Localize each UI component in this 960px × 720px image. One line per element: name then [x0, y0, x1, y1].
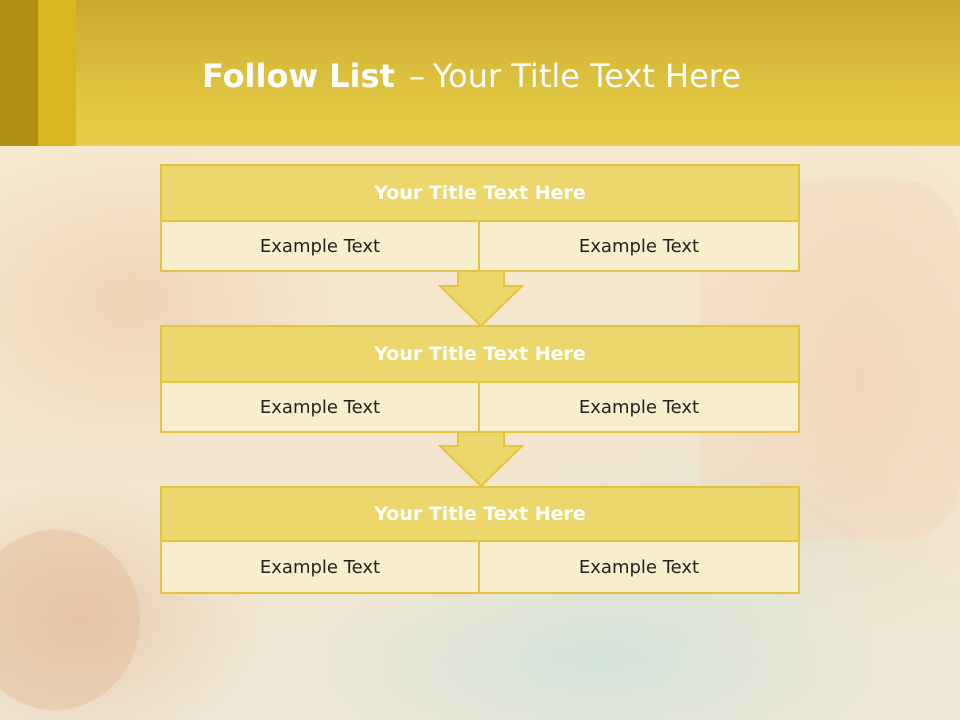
- block-row: Example Text Example Text: [160, 383, 800, 433]
- block-row: Example Text Example Text: [160, 542, 800, 594]
- block-row: Example Text Example Text: [160, 222, 800, 272]
- header-band: Follow List–Your Title Text Here: [0, 0, 960, 146]
- block-cell-left: Example Text: [160, 542, 480, 594]
- background-ear-shape: [0, 530, 140, 710]
- title-bold-part: Follow List: [202, 57, 395, 95]
- block-title: Your Title Text Here: [160, 486, 800, 542]
- block-cell-left: Example Text: [160, 222, 480, 272]
- down-arrow-icon: [438, 430, 524, 488]
- header-accent-stripe-dark: [0, 0, 38, 146]
- block-cell-left: Example Text: [160, 383, 480, 433]
- list-block-1: Your Title Text Here Example Text Exampl…: [160, 164, 800, 272]
- block-cell-right: Example Text: [480, 222, 800, 272]
- header-accent-stripe-light: [38, 0, 76, 146]
- block-title: Your Title Text Here: [160, 325, 800, 383]
- list-block-3: Your Title Text Here Example Text Exampl…: [160, 486, 800, 594]
- title-rest: Your Title Text Here: [432, 57, 741, 95]
- block-cell-right: Example Text: [480, 383, 800, 433]
- title-dash: –: [408, 57, 425, 95]
- block-title: Your Title Text Here: [160, 164, 800, 222]
- list-block-2: Your Title Text Here Example Text Exampl…: [160, 325, 800, 433]
- block-cell-right: Example Text: [480, 542, 800, 594]
- down-arrow-icon: [438, 270, 524, 328]
- page-title: Follow List–Your Title Text Here: [202, 54, 741, 98]
